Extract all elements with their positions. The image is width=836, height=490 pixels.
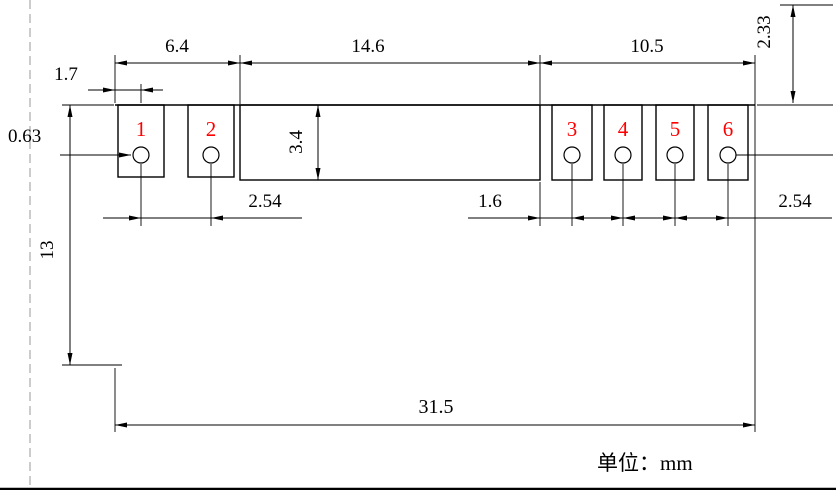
center-block xyxy=(239,104,541,181)
pad-6-number: 6 xyxy=(723,117,734,141)
dim-top-clearance: 2.33 xyxy=(754,15,775,48)
dim-right-gap: 1.6 xyxy=(478,191,502,212)
pad-1-number: 1 xyxy=(136,117,147,141)
dimension-labels: 6.4 14.6 10.5 1.7 0.63 3.4 2.54 1.6 2.54… xyxy=(8,15,812,418)
pad-2-hole xyxy=(202,146,220,164)
pad-6-hole xyxy=(719,146,737,164)
pad-numbers: 1 2 3 4 5 6 xyxy=(136,117,734,141)
pad-5-hole xyxy=(666,146,684,164)
dim-body-height: 13 xyxy=(37,241,58,260)
dim-hole-diameter: 0.63 xyxy=(8,126,41,147)
pad-4-number: 4 xyxy=(618,117,629,141)
dimension-lines xyxy=(67,5,796,428)
dim-pin1-offset: 1.7 xyxy=(54,64,78,85)
pad-3-hole xyxy=(563,146,581,164)
dim-overall-width: 31.5 xyxy=(419,396,454,418)
pad-4-hole xyxy=(614,146,632,164)
dim-slot-depth: 3.4 xyxy=(286,130,307,154)
dim-left-group-width: 6.4 xyxy=(165,36,189,57)
pad-2-number: 2 xyxy=(206,117,217,141)
dim-right-pitch: 2.54 xyxy=(778,191,812,212)
pad-5-number: 5 xyxy=(670,117,681,141)
pad-1-hole xyxy=(132,146,150,164)
unit-note: 单位：mm xyxy=(597,451,693,475)
pad-3-number: 3 xyxy=(567,117,578,141)
dim-left-pitch: 2.54 xyxy=(248,191,282,212)
dim-center-width: 14.6 xyxy=(351,36,384,57)
dim-right-group-width: 10.5 xyxy=(630,36,663,57)
arrow-leaders xyxy=(60,87,832,221)
